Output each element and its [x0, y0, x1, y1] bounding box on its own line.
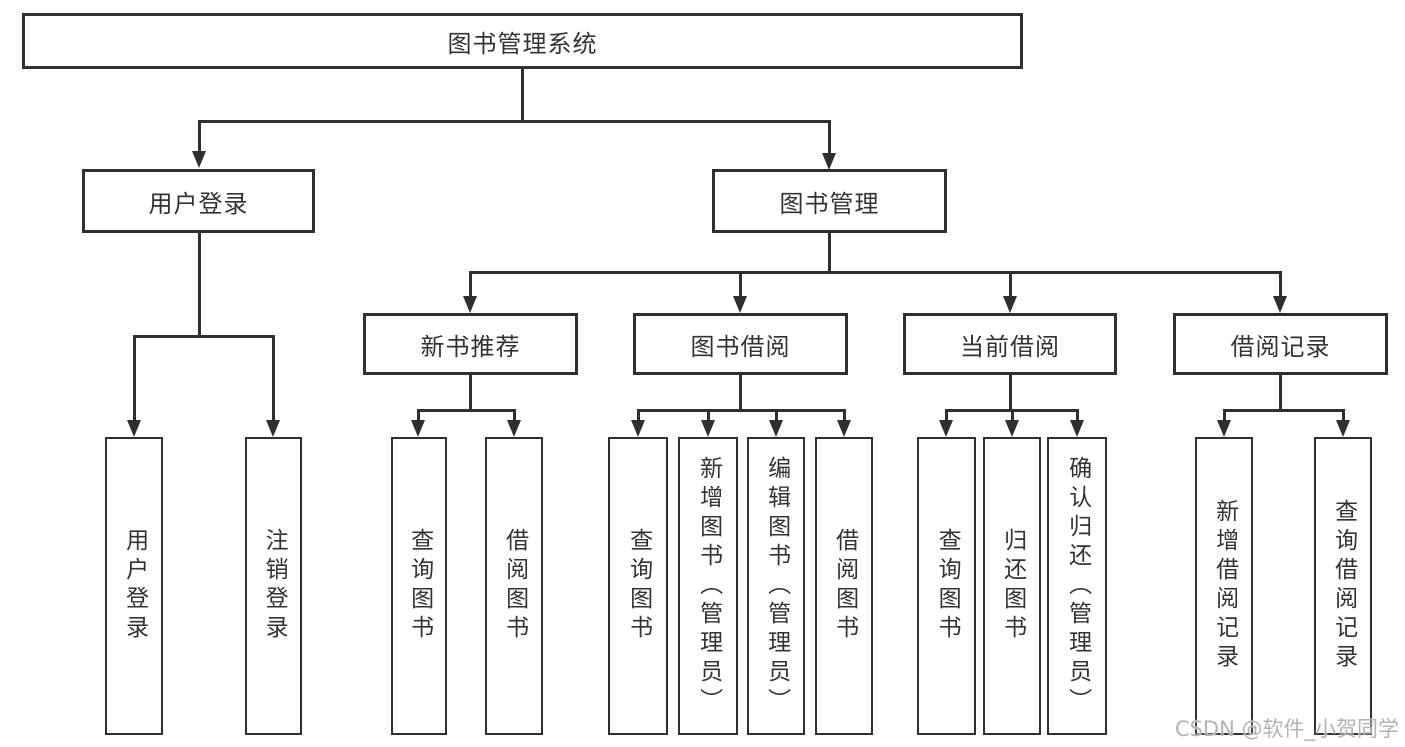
leaf-records-add-record: 新增借阅记录	[1195, 437, 1253, 735]
node-book-management-label: 图书管理	[779, 189, 880, 218]
arrow-down-icon	[1217, 420, 1231, 437]
connector-line	[133, 335, 136, 421]
connector-line	[272, 335, 275, 421]
node-borrow-records: 借阅记录	[1173, 313, 1388, 375]
leaf-borrow-query-books-label: 查询图书	[625, 528, 652, 644]
node-current-borrow: 当前借阅	[903, 313, 1117, 375]
leaf-borrow-edit-books-admin-label: 编辑图书（管理员）	[763, 455, 790, 717]
node-user-login-label: 用户登录	[148, 189, 249, 218]
connector-line	[1223, 409, 1344, 412]
leaf-borrow-borrow-books: 借阅图书	[815, 437, 873, 735]
arrow-down-icon	[822, 153, 836, 170]
connector-line	[775, 409, 778, 422]
node-root-label: 图书管理系统	[447, 29, 598, 58]
connector-line	[945, 409, 948, 422]
node-root: 图书管理系统	[22, 13, 1023, 69]
leaf-borrow-borrow-books-label: 借阅图书	[831, 528, 858, 644]
leaf-user-login: 用户登录	[105, 437, 163, 735]
arrow-down-icon	[1003, 296, 1017, 313]
node-new-book-recommend-label: 新书推荐	[420, 332, 521, 361]
leaf-borrow-add-books-admin: 新增图书（管理员）	[678, 437, 738, 735]
node-borrow-records-label: 借阅记录	[1230, 332, 1331, 361]
arrow-down-icon	[769, 420, 783, 437]
connector-line	[1009, 271, 1012, 298]
connector-line	[1076, 409, 1079, 422]
arrow-down-icon	[192, 151, 206, 168]
connector-line	[198, 233, 201, 338]
leaf-logout-login: 注销登录	[245, 437, 302, 735]
connector-line	[513, 409, 516, 422]
arrow-down-icon	[631, 420, 645, 437]
connector-line	[828, 233, 831, 274]
leaf-user-login-label: 用户登录	[121, 528, 148, 644]
connector-line	[417, 409, 420, 422]
leaf-current-query-books-label: 查询图书	[934, 528, 961, 644]
arrow-down-icon	[1336, 420, 1350, 437]
connector-line	[1009, 375, 1012, 412]
node-book-management: 图书管理	[712, 169, 947, 233]
arrow-down-icon	[1273, 296, 1287, 313]
arrow-down-icon	[701, 420, 715, 437]
leaf-recommend-borrow-books: 借阅图书	[485, 437, 543, 735]
connector-line	[739, 375, 742, 412]
arrow-down-icon	[266, 420, 280, 437]
leaf-current-query-books: 查询图书	[917, 437, 976, 735]
connector-line	[637, 409, 845, 412]
node-new-book-recommend: 新书推荐	[363, 313, 578, 375]
connector-line	[739, 271, 742, 298]
node-current-borrow-label: 当前借阅	[960, 332, 1060, 361]
leaf-current-return-books-label: 归还图书	[999, 528, 1026, 644]
arrow-down-icon	[733, 296, 747, 313]
arrow-down-icon	[837, 420, 851, 437]
leaf-current-confirm-return-admin-label: 确认归还（管理员）	[1064, 455, 1091, 717]
arrow-down-icon	[507, 420, 521, 437]
leaf-borrow-edit-books-admin: 编辑图书（管理员）	[747, 437, 805, 735]
connector-line	[1223, 409, 1226, 422]
arrow-down-icon	[463, 296, 477, 313]
connector-line	[1011, 409, 1014, 422]
node-book-borrow: 图书借阅	[633, 313, 848, 375]
node-book-borrow-label: 图书借阅	[690, 332, 791, 361]
leaf-borrow-query-books: 查询图书	[608, 437, 668, 735]
connector-line	[133, 335, 275, 338]
connector-line	[843, 409, 846, 422]
leaf-records-query-record-label: 查询借阅记录	[1330, 499, 1357, 673]
connector-line	[198, 120, 201, 153]
leaf-recommend-query-books-label: 查询图书	[406, 528, 433, 644]
connector-line	[1342, 409, 1345, 422]
node-user-login: 用户登录	[82, 169, 315, 233]
arrow-down-icon	[411, 420, 425, 437]
connector-line	[469, 375, 472, 412]
connector-line	[1279, 375, 1282, 412]
connector-line	[828, 120, 831, 155]
leaf-records-add-record-label: 新增借阅记录	[1211, 499, 1238, 673]
arrow-down-icon	[127, 420, 141, 437]
arrow-down-icon	[1070, 420, 1084, 437]
connector-line	[1279, 271, 1282, 298]
leaf-current-confirm-return-admin: 确认归还（管理员）	[1047, 437, 1107, 735]
connector-line	[637, 409, 640, 422]
leaf-current-return-books: 归还图书	[983, 437, 1041, 735]
leaf-recommend-query-books: 查询图书	[391, 437, 447, 735]
leaf-borrow-add-books-admin-label: 新增图书（管理员）	[695, 455, 722, 717]
connector-line	[417, 409, 515, 412]
connector-line	[198, 120, 831, 123]
leaf-records-query-record: 查询借阅记录	[1314, 437, 1372, 735]
connector-line	[469, 271, 1282, 274]
connector-line	[469, 271, 472, 298]
csdn-watermark: CSDN @软件_小贺同学	[1174, 717, 1399, 741]
connector-line	[707, 409, 710, 422]
connector-line	[521, 69, 524, 121]
arrow-down-icon	[1005, 420, 1019, 437]
leaf-recommend-borrow-books-label: 借阅图书	[501, 528, 528, 644]
arrow-down-icon	[939, 420, 953, 437]
leaf-logout-login-label: 注销登录	[261, 528, 288, 644]
